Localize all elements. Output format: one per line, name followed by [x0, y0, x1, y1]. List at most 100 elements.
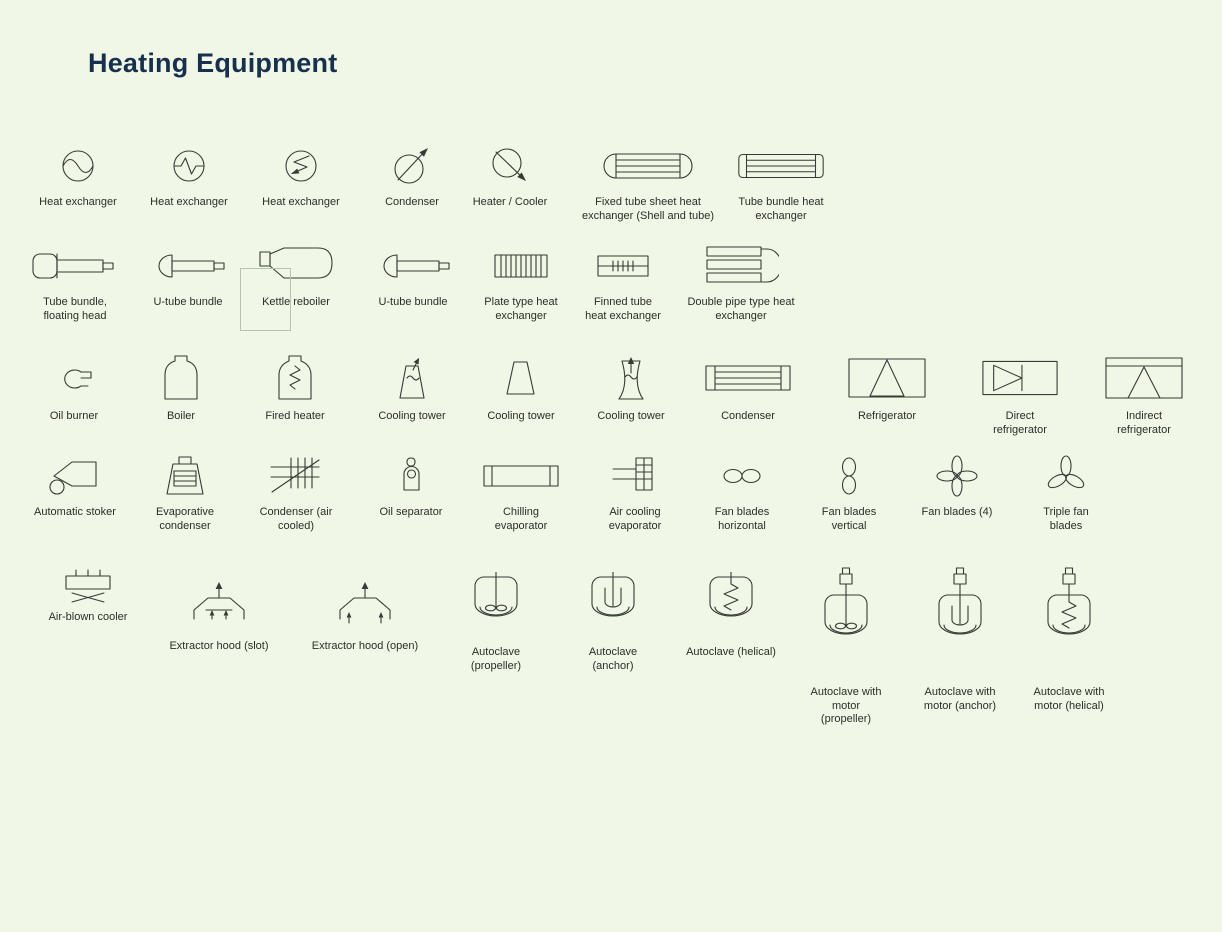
symbol-label: Condenser — [385, 196, 439, 208]
symbol-fan-blades-vertical[interactable]: Fan blades vertical — [809, 450, 889, 533]
symbol-extractor-hood-open[interactable]: Extractor hood (open) — [290, 570, 440, 654]
heat-exchanger-zigzag-icon — [173, 150, 205, 182]
symbol-autoclave-motor-anchor[interactable]: Autoclave with motor (anchor) — [922, 566, 998, 713]
autoclave-motor-anchor-icon — [938, 567, 982, 635]
symbol-fan-blades-horizontal[interactable]: Fan blades horizontal — [702, 450, 782, 533]
symbol-double-pipe-heat-exchanger[interactable]: Double pipe type heat exchanger — [686, 240, 796, 323]
symbol-label: Chilling evaporator — [494, 506, 548, 532]
symbol-label: Heat exchanger — [39, 196, 117, 208]
direct-refrigerator-icon — [982, 360, 1058, 396]
symbol-autoclave-helical[interactable]: Autoclave (helical) — [686, 566, 776, 660]
autoclave-motor-propeller-icon — [824, 567, 868, 635]
symbol-oil-burner[interactable]: Oil burner — [24, 350, 124, 424]
symbol-label: Autoclave with motor (anchor) — [923, 686, 997, 712]
symbol-label: Cooling tower — [487, 410, 555, 422]
autoclave-anchor-icon — [591, 572, 635, 617]
symbol-evaporative-condenser[interactable]: Evaporative condenser — [140, 450, 230, 533]
u-tube-bundle-icon — [158, 254, 225, 278]
cooling-tower-induced-icon — [399, 358, 425, 399]
symbol-heat-exchanger-wave[interactable]: Heat exchanger — [23, 140, 133, 210]
chilling-evaporator-icon — [483, 465, 559, 487]
indirect-refrigerator-icon — [1105, 357, 1183, 399]
symbol-air-blown-cooler[interactable]: Air-blown cooler — [28, 563, 148, 625]
tube-bundle-floating-head-icon — [32, 253, 114, 279]
symbol-label: Heat exchanger — [262, 196, 340, 208]
symbol-extractor-hood-slot[interactable]: Extractor hood (slot) — [144, 570, 294, 654]
cooling-tower-plain-icon — [506, 361, 535, 395]
symbol-label: Condenser — [721, 410, 775, 422]
cooling-tower-hyperbolic-icon — [618, 357, 644, 400]
symbol-condenser-circle[interactable]: Condenser — [357, 140, 467, 210]
symbol-fan-blades-4[interactable]: Fan blades (4) — [902, 450, 1012, 520]
symbol-oil-separator[interactable]: Oil separator — [356, 450, 466, 520]
heat-exchanger-wave-icon — [62, 150, 94, 182]
symbol-refrigerator[interactable]: Refrigerator — [827, 350, 947, 424]
symbol-autoclave-motor-helical[interactable]: Autoclave with motor (helical) — [1031, 566, 1107, 713]
kettle-reboiler-icon — [259, 247, 333, 279]
symbol-tube-bundle-floating-head[interactable]: Tube bundle, floating head — [27, 240, 123, 323]
triple-fan-blades-icon — [1047, 455, 1085, 489]
fixed-tube-sheet-heat-exchanger-icon — [603, 153, 693, 179]
symbol-plate-type-heat-exchanger[interactable]: Plate type heat exchanger — [471, 240, 571, 323]
condenser-air-cooled-icon — [270, 457, 320, 493]
condenser-tubes-icon — [705, 365, 791, 391]
double-pipe-heat-exchanger-icon — [706, 246, 779, 283]
symbol-fired-heater[interactable]: Fired heater — [245, 350, 345, 424]
symbol-label: Fired heater — [265, 410, 325, 422]
u-tube-bundle-icon — [383, 254, 450, 278]
symbol-tube-bundle-heat-exchanger[interactable]: Tube bundle heat exchanger — [735, 140, 827, 223]
refrigerator-icon — [848, 358, 926, 398]
symbol-heat-exchanger-zigzag[interactable]: Heat exchanger — [134, 140, 244, 210]
symbol-boiler[interactable]: Boiler — [131, 350, 231, 424]
symbol-label: Fan blades (4) — [921, 506, 993, 518]
symbol-label: Fan blades vertical — [821, 506, 877, 532]
symbol-label: Cooling tower — [378, 410, 446, 422]
symbol-label: Cooling tower — [597, 410, 665, 422]
fired-heater-icon — [278, 355, 312, 400]
symbol-fixed-tube-sheet-heat-exchanger[interactable]: Fixed tube sheet heat exchanger (Shell a… — [573, 140, 723, 223]
symbol-u-tube-bundle[interactable]: U-tube bundle — [133, 240, 243, 310]
automatic-stoker-icon — [49, 461, 97, 495]
symbol-label: Autoclave (helical) — [686, 646, 776, 658]
symbol-label: Heat exchanger — [150, 196, 228, 208]
symbol-indirect-refrigerator[interactable]: Indirect refrigerator — [1102, 350, 1186, 437]
fan-blades-horizontal-icon — [723, 468, 761, 484]
oil-burner-icon — [64, 369, 92, 389]
symbol-autoclave-propeller[interactable]: Autoclave (propeller) — [451, 566, 541, 673]
symbol-label: U-tube bundle — [153, 296, 223, 308]
condenser-circle-icon — [394, 148, 428, 184]
symbol-label: Tube bundle heat exchanger — [738, 196, 824, 222]
oil-separator-icon — [403, 457, 420, 491]
autoclave-motor-helical-icon — [1047, 567, 1091, 635]
symbol-heat-exchanger-arrow[interactable]: Heat exchanger — [246, 140, 356, 210]
symbol-label: Air-blown cooler — [48, 611, 128, 623]
symbol-label: Oil separator — [379, 506, 443, 518]
symbol-direct-refrigerator[interactable]: Direct refrigerator — [980, 350, 1060, 437]
symbol-kettle-reboiler[interactable]: Kettle reboiler — [240, 240, 351, 331]
symbol-triple-fan-blades[interactable]: Triple fan blades — [1031, 450, 1101, 533]
symbol-label: U-tube bundle — [378, 296, 448, 308]
air-cooling-evaporator-icon — [612, 457, 653, 491]
symbol-label: Extractor hood (slot) — [169, 640, 269, 652]
tube-bundle-heat-exchanger-icon — [738, 153, 824, 179]
symbol-cooling-tower-plain[interactable]: Cooling tower — [471, 350, 571, 424]
symbol-autoclave-motor-propeller[interactable]: Autoclave with motor (propeller) — [808, 566, 884, 727]
symbol-label: Kettle reboiler — [262, 296, 330, 308]
symbol-cooling-tower-hyperbolic[interactable]: Cooling tower — [581, 350, 681, 424]
symbol-autoclave-anchor[interactable]: Autoclave (anchor) — [568, 566, 658, 673]
symbol-label: Autoclave (propeller) — [470, 646, 522, 672]
symbol-heater-cooler[interactable]: Heater / Cooler — [455, 140, 565, 210]
symbol-label: Extractor hood (open) — [311, 640, 419, 652]
symbol-chilling-evaporator[interactable]: Chilling evaporator — [481, 450, 561, 533]
symbol-automatic-stoker[interactable]: Automatic stoker — [20, 450, 130, 520]
symbol-air-cooling-evaporator[interactable]: Air cooling evaporator — [595, 450, 675, 533]
symbol-condenser-air-cooled[interactable]: Condenser (air cooled) — [259, 450, 333, 533]
symbol-finned-tube-heat-exchanger[interactable]: Finned tube heat exchanger — [582, 240, 664, 323]
symbol-label: Heater / Cooler — [472, 196, 548, 208]
symbol-condenser-tubes[interactable]: Condenser — [688, 350, 808, 424]
symbol-u-tube-bundle-2[interactable]: U-tube bundle — [358, 240, 468, 310]
symbol-label: Finned tube heat exchanger — [585, 296, 661, 322]
symbol-cooling-tower-induced[interactable]: Cooling tower — [362, 350, 462, 424]
symbol-label: Air cooling evaporator — [608, 506, 662, 532]
page-title: Heating Equipment — [88, 48, 338, 78]
